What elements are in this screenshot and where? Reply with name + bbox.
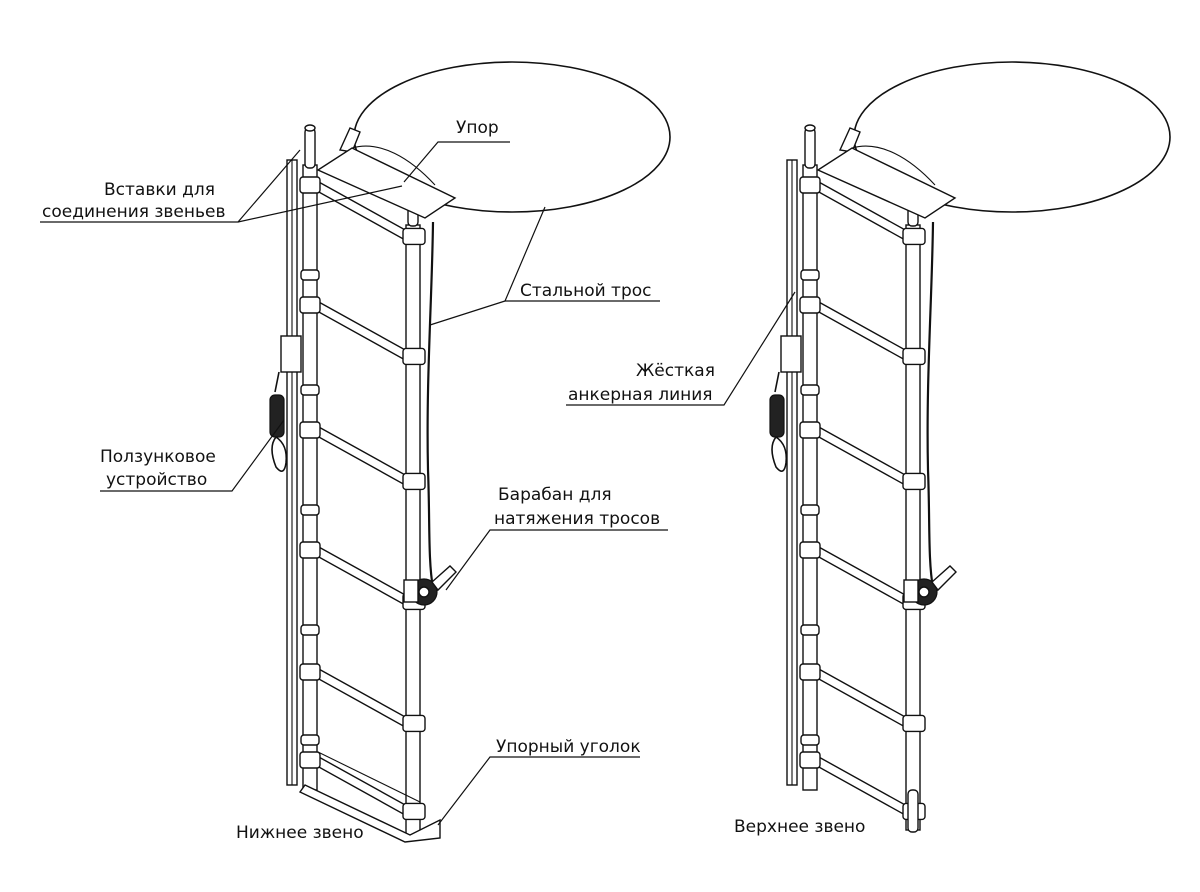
left-rung-clamp [299,421,321,439]
ladder-rung [316,299,407,362]
left-rung-clamp [299,751,321,769]
slider-carabiner [271,436,288,472]
leader-stop-angle [437,756,640,826]
rail-bolt-clamp [300,624,320,636]
tension-drum-bracket [403,579,419,603]
label-stop-angle: Упорный уголок [496,737,641,757]
tension-drum-hub [918,586,930,598]
tension-drum-bracket [903,579,919,603]
leader-inserts-2 [237,185,403,223]
left-rung-clamp [799,663,821,681]
slider-shock-absorber [269,394,285,438]
steel-cable [926,221,935,589]
right-rail [905,224,921,831]
slider-body [280,335,302,373]
leader-slider [100,419,285,492]
left-rung-clamp [299,663,321,681]
slider-link [774,371,780,393]
stop-angle [298,784,441,843]
slider-body [780,335,802,373]
label-drum-line1: Барабан для [498,485,612,505]
label-inserts-line2: соединения звеньев [42,202,226,222]
ladder-rung [816,544,907,607]
label-inserts-line1: Вставки для [104,180,215,200]
rail-bolt-clamp [800,384,820,396]
left-rung-clamp [799,541,821,559]
label-rigid-line2: анкерная линия [568,385,713,405]
bottom-insert-pin [907,789,919,833]
label-slider-line1: Ползунковое [100,447,216,467]
stop-angle-edge [317,751,421,803]
ladder-rung [816,754,907,817]
right-rung-clamp [902,714,926,733]
ladder-rung [816,666,907,729]
left-rail [302,164,318,791]
rail-bolt-clamp [800,734,820,746]
label-rigid-line1: Жёсткая [636,361,715,381]
leader-stop [403,141,510,183]
left-rung-clamp [799,176,821,194]
left-insert-pin [304,127,316,169]
left-insert-pin-top [804,124,816,132]
anchor-shackle [838,127,861,153]
right-rung-clamp [402,347,426,366]
right-rail [405,224,421,836]
slider-link [274,371,280,393]
left-insert-pin-top [304,124,316,132]
rail-bolt-clamp [300,504,320,516]
right-rung-clamp [902,472,926,491]
right-rung-clamp [402,802,426,821]
anchor-shackle [338,127,361,153]
left-rung-clamp [799,296,821,314]
label-lower-link: Нижнее звено [236,823,364,843]
top-stop-plate-curve [851,145,936,186]
top-stop-plate-curve [351,145,436,186]
left-rung-clamp [299,296,321,314]
rail-bolt-clamp [800,624,820,636]
label-drum-line2: натяжения тросов [494,509,660,529]
tension-drum-handle [431,565,457,592]
top-stop-plate [816,147,957,219]
right-rung-clamp [902,347,926,366]
tension-drum-handle [931,565,957,592]
left-rail [802,164,818,791]
rail-bolt-clamp [800,504,820,516]
top-stop-plate [316,147,457,219]
ladder-rung [816,299,907,362]
rail-bolt-clamp [300,269,320,281]
right-rung-clamp [402,472,426,491]
left-rung-clamp [299,541,321,559]
label-upper-link: Верхнее звено [734,817,865,837]
ladder-rung [316,666,407,729]
leader-lines [40,141,796,826]
right-rung-clamp [402,227,426,246]
rail-bolt-clamp [300,384,320,396]
lower-link-ladder [269,61,671,843]
labels: Упор Вставки для соединения звеньев Стал… [42,118,865,843]
left-insert-pin [804,127,816,169]
rail-bolt-clamp [800,269,820,281]
right-rung-clamp [402,714,426,733]
label-slider-line2: устройство [106,470,207,490]
label-stop: Упор [456,118,499,138]
leader-drum [445,529,668,591]
ladder-rung [816,424,907,487]
slider-shock-absorber [769,394,785,438]
left-rung-clamp [799,421,821,439]
slider-carabiner [771,436,788,472]
steel-cable [426,221,435,589]
ladder-rung [316,424,407,487]
leader-rigid-line [566,291,796,406]
tension-drum-hub [418,586,430,598]
left-rung-clamp [799,751,821,769]
rail-bolt-clamp [300,734,320,746]
leader-steel-cable-2 [429,300,506,326]
left-rung-clamp [299,176,321,194]
ladder-rung [316,544,407,607]
right-rung-clamp [902,227,926,246]
label-steel-cable: Стальной трос [520,281,651,301]
upper-link-ladder [769,61,1171,833]
